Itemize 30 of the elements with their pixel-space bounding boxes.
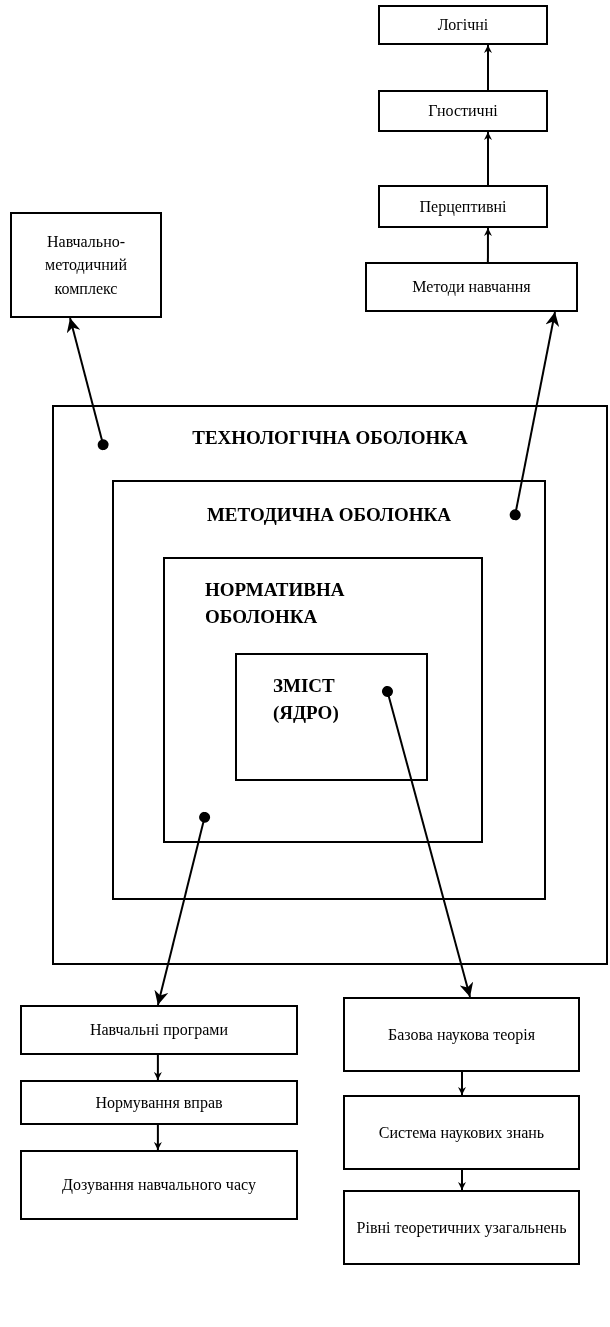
arrow — [483, 227, 492, 263]
arrow — [457, 1071, 466, 1096]
arrow — [153, 1054, 162, 1081]
arrow — [153, 1124, 162, 1151]
process-box: Нормування вправ — [20, 1080, 298, 1125]
layer-title: НОРМАТИВНА ОБОЛОНКА — [205, 578, 346, 629]
shell-frame — [52, 405, 608, 965]
arrow — [457, 1169, 466, 1191]
process-box: Перцептивні — [378, 185, 548, 228]
core-frame — [235, 653, 428, 781]
shell-frame — [163, 557, 483, 843]
layer-title: МЕТОДИЧНА ОБОЛОНКА — [205, 503, 453, 527]
process-box: Методи навчання — [365, 262, 578, 312]
arrow — [509, 311, 560, 521]
shell-frame — [112, 480, 546, 900]
arrow — [484, 131, 492, 186]
layer-title: ТЕХНОЛОГІЧНА ОБОЛОНКА — [191, 426, 469, 450]
arrow — [66, 317, 109, 451]
process-box: Базова наукова теорія — [343, 997, 580, 1072]
layer-title: ЗМІСТ (ЯДРО) — [273, 674, 340, 725]
arrow — [484, 44, 492, 91]
process-box: Навчальні програми — [20, 1005, 298, 1055]
arrow — [154, 811, 211, 1006]
process-box: Дозування навчального часу — [20, 1150, 298, 1220]
process-box: Навчально-методичний комплекс — [10, 212, 162, 318]
process-box: Логічні — [378, 5, 548, 45]
process-box: Гностичні — [378, 90, 548, 132]
process-box: Система наукових знань — [343, 1095, 580, 1170]
process-box: Рівні теоретичних узагальнень — [343, 1190, 580, 1265]
arrow — [381, 685, 474, 998]
